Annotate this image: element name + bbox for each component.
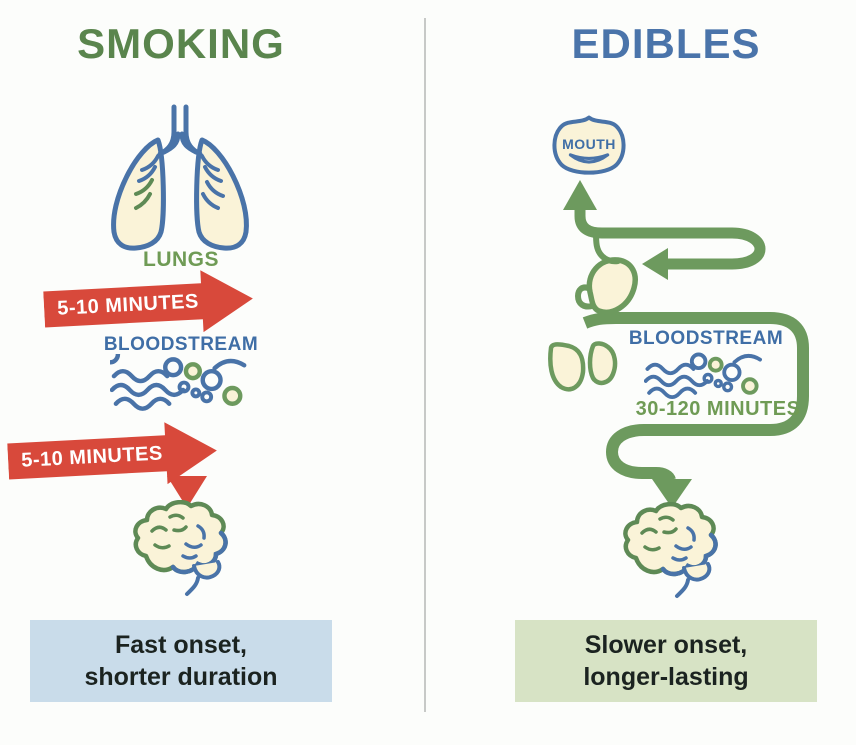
liver-icon	[548, 341, 618, 392]
column-divider	[424, 18, 426, 712]
lungs-icon	[111, 104, 249, 251]
smoking-arrow-top: 5-10 MINUTES	[42, 267, 255, 342]
smoking-bloodstream-label: BLOODSTREAM	[103, 334, 259, 355]
down-arrowhead-icon	[167, 476, 207, 508]
lungs-label: LUNGS	[143, 248, 219, 271]
stomach-icon	[574, 229, 638, 315]
smoking-arrow-bottom: 5-10 MINUTES	[6, 419, 219, 494]
mouth-icon: MOUTH	[549, 112, 629, 180]
smoking-title: SMOKING	[77, 20, 285, 67]
bloodstream-icon	[110, 354, 247, 411]
right-arrow-icon	[7, 422, 217, 485]
digestion-path-icon	[563, 180, 809, 508]
smoking-summary-line1: Fast onset,	[115, 630, 247, 659]
bloodstream-icon	[644, 352, 762, 400]
edibles-duration-label: 30-120 MINUTES	[635, 398, 801, 420]
smoking-summary-line2: shorter duration	[84, 663, 278, 691]
edibles-title: EDIBLES	[571, 20, 761, 67]
edibles-column: EDIBLES MOUTH	[426, 0, 856, 745]
brain-icon	[133, 500, 228, 596]
edibles-summary-line1: Slower onset,	[584, 630, 748, 659]
right-arrow-icon	[43, 270, 253, 333]
smoking-summary-box: Fast onset, shorter duration	[30, 620, 332, 702]
edibles-bloodstream-label: BLOODSTREAM	[628, 328, 784, 349]
smoking-arrow-bottom-label: 5-10 MINUTES	[20, 441, 164, 472]
brain-icon	[623, 502, 718, 598]
mouth-label: MOUTH	[562, 136, 616, 152]
smoking-arrow-top-label: 5-10 MINUTES	[56, 289, 200, 320]
smoking-column: SMOKING	[0, 0, 424, 745]
edibles-summary-box: Slower onset, longer-lasting	[515, 620, 817, 702]
edibles-summary-line2: longer-lasting	[583, 663, 749, 691]
